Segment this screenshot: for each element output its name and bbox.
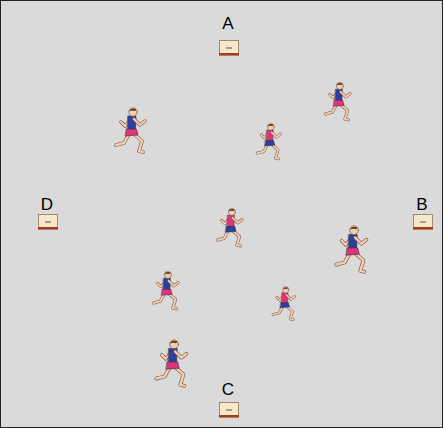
runner-figure — [116, 108, 145, 152]
runner-figure — [156, 340, 186, 386]
station-letter: C — [222, 381, 234, 398]
runner-figure — [273, 287, 295, 320]
station-letter: B — [416, 196, 427, 213]
station-letter: D — [41, 196, 53, 213]
cone-marker — [413, 215, 433, 230]
cone-marker — [219, 403, 239, 418]
cone-marker — [38, 215, 58, 230]
runner-figure — [217, 208, 242, 246]
runner-figure — [325, 82, 350, 120]
station-letter: A — [222, 15, 233, 32]
runner-figure — [336, 226, 366, 272]
cone-marker — [219, 41, 239, 56]
runner-figure — [153, 271, 178, 309]
runner-figure — [257, 123, 280, 158]
